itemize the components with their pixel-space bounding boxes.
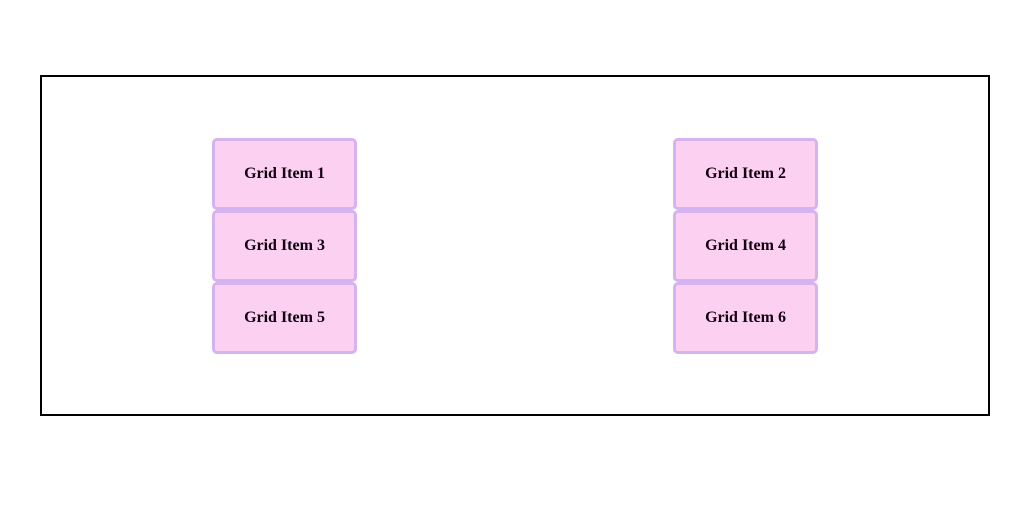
grid-item[interactable]: Grid Item 2 (673, 137, 818, 210)
grid-item-label: Grid Item 2 (705, 164, 786, 182)
grid-item-label: Grid Item 3 (244, 236, 325, 254)
grid-item[interactable]: Grid Item 3 (212, 209, 357, 282)
grid-item[interactable]: Grid Item 6 (673, 281, 818, 354)
grid-item-label: Grid Item 4 (705, 236, 786, 254)
grid-container: Grid Item 1 Grid Item 2 Grid Item 3 Grid… (40, 75, 990, 416)
grid-item-label: Grid Item 1 (244, 164, 325, 182)
grid-item-label: Grid Item 6 (705, 308, 786, 326)
grid-item[interactable]: Grid Item 4 (673, 209, 818, 282)
grid-item[interactable]: Grid Item 1 (212, 137, 357, 210)
grid-item[interactable]: Grid Item 5 (212, 281, 357, 354)
grid-item-label: Grid Item 5 (244, 308, 325, 326)
